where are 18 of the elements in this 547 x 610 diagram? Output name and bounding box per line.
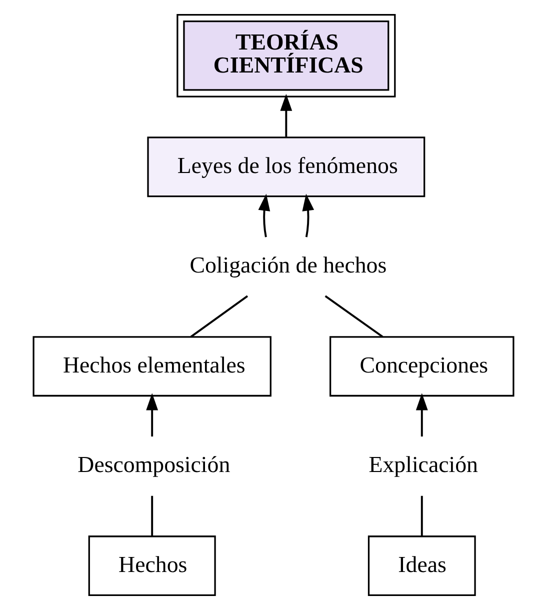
arrow — [146, 393, 158, 437]
node-box: Hechos elementales — [32, 336, 272, 397]
arrow — [258, 194, 270, 238]
node-box: Leyes de los fenómenos — [147, 136, 426, 198]
node-text: Descomposición — [78, 452, 230, 478]
connector — [420, 496, 423, 536]
node-text: Explicación — [368, 452, 478, 478]
connector — [151, 496, 154, 536]
arrow — [280, 94, 292, 137]
node-box: Ideas — [368, 536, 476, 596]
node-box: Hechos — [88, 536, 216, 596]
connector — [190, 295, 248, 338]
arrow — [416, 393, 428, 437]
node-text: Coligación de hechos — [190, 252, 387, 278]
connector — [324, 295, 384, 338]
node-box: TEORÍAS CIENTÍFICAS — [176, 14, 396, 98]
arrow — [302, 194, 314, 238]
node-box: Concepciones — [330, 336, 514, 397]
